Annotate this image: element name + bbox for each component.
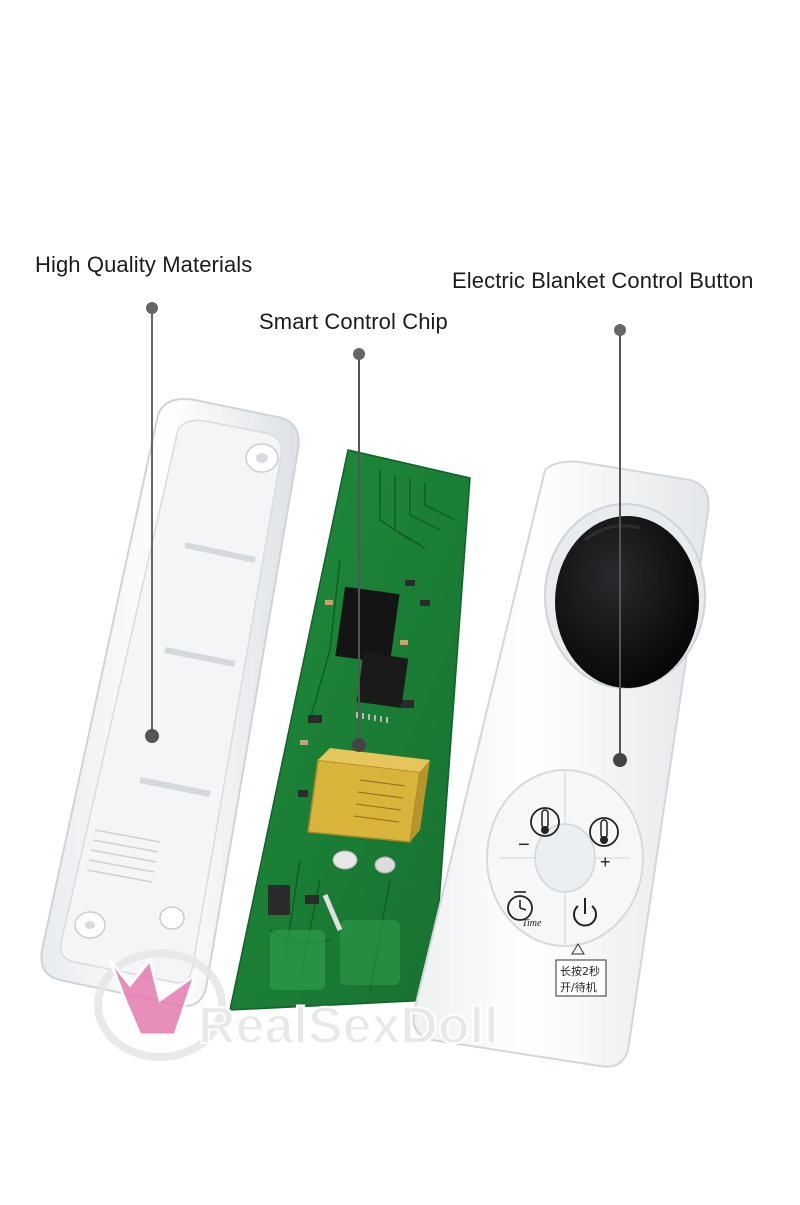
watermark-text: RealSexDoll xyxy=(198,997,499,1055)
timer-text: Time xyxy=(522,918,542,929)
front-remote xyxy=(412,460,710,1068)
callout-button-pointer xyxy=(613,324,627,767)
watermark-logo xyxy=(94,949,226,1061)
relay-component xyxy=(307,748,430,843)
callout-label-materials: High Quality Materials xyxy=(35,252,253,277)
callout-label-chip: Smart Control Chip xyxy=(259,309,448,334)
plus-symbol: + xyxy=(600,852,611,872)
callout-materials-pointer xyxy=(145,302,159,743)
standby-label-line2: 开/待机 xyxy=(560,980,597,994)
standby-label-line1: 长按2秒 xyxy=(560,964,600,978)
callout-chip-pointer xyxy=(352,348,366,752)
circuit-board xyxy=(229,449,471,1011)
temperature-down-icon[interactable] xyxy=(530,807,560,837)
minus-symbol: − xyxy=(518,834,530,856)
timer-icon[interactable] xyxy=(507,891,533,921)
temperature-up-icon[interactable] xyxy=(589,817,619,847)
back-case xyxy=(40,398,300,1007)
power-icon[interactable] xyxy=(573,898,597,927)
callout-label-button: Electric Blanket Control Button xyxy=(452,268,754,293)
control-button-pad xyxy=(486,769,644,947)
display-screen xyxy=(544,503,706,689)
